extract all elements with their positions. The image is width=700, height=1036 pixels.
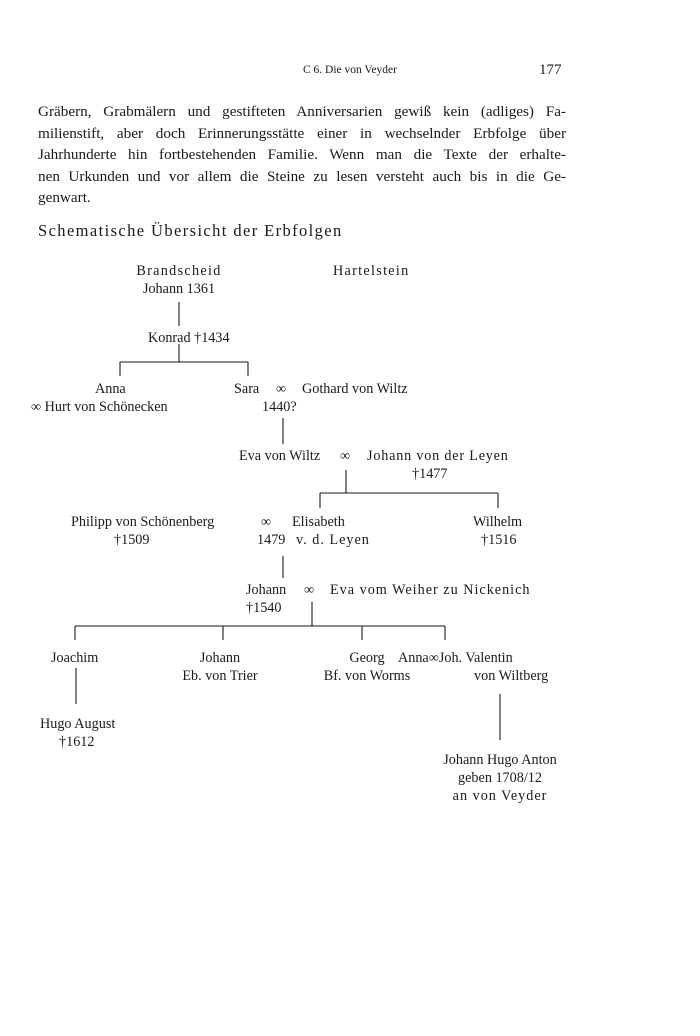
tree-node-georg: Georg [349, 650, 385, 666]
tree-node-jha-geben: geben 1708/12 [458, 770, 542, 786]
tree-node-philipp-death: †1509 [114, 532, 150, 548]
tree-node-johann-1361: Johann 1361 [142, 281, 216, 297]
tree-node-hugo-august: Hugo August [40, 716, 116, 732]
body-line: Jahrhunderte hin fortbestehenden Familie… [38, 146, 566, 163]
body-line: Gräbern, Grabmälern und gestifteten Anni… [38, 103, 566, 120]
tree-node-johann-hugo-anton: Johann Hugo Anton [443, 752, 557, 768]
tree-node-eva-von-wiltz: Eva von Wiltz [239, 448, 321, 464]
tree-node-hurt-von-schoenecken: ∞ Hurt von Schönecken [31, 399, 168, 415]
tree-node-wilhelm: Wilhelm [473, 514, 523, 530]
tree-node-year-1440: 1440? [262, 399, 297, 415]
tree-node-wilhelm-death: †1516 [481, 532, 517, 548]
page-number: 177 [539, 62, 562, 78]
tree-node-eva-vom-weiher: Eva vom Weiher zu Nickenich [330, 582, 531, 598]
body-line: genwart. [38, 189, 91, 206]
marriage-symbol: ∞ [340, 448, 351, 464]
tree-node-anna: Anna [95, 381, 126, 397]
marriage-symbol: ∞ [261, 514, 272, 530]
tree-node-hartelstein: Hartelstein [333, 263, 410, 279]
tree-node-johann-trier: Johann [199, 650, 241, 666]
tree-node-year-1479: 1479 [257, 532, 286, 548]
body-paragraph: Gräbern, Grabmälern und gestifteten Anni… [38, 101, 566, 209]
tree-node-hugo-death: †1612 [59, 734, 95, 750]
tree-node-von-wiltberg: von Wiltberg [474, 668, 549, 684]
tree-node-georg-title: Bf. von Worms [323, 668, 411, 684]
tree-node-johann-leyen-death: †1477 [412, 466, 448, 482]
tree-node-elisabeth-leyen: v. d. Leyen [296, 532, 370, 548]
tree-node-philipp-von-schoenenberg: Philipp von Schönenberg [71, 514, 215, 530]
tree-node-elisabeth: Elisabeth [292, 514, 345, 530]
marriage-symbol: ∞ [276, 381, 287, 397]
running-head: C 6. Die von Veyder [302, 64, 397, 76]
tree-node-jha-veyder: an von Veyder [452, 788, 548, 804]
tree-node-sara: Sara [234, 381, 260, 397]
body-line: milienstift, aber doch Erinnerungsstätte… [38, 124, 566, 142]
tree-node-anna-valentin: Anna∞Joh. Valentin [398, 650, 513, 666]
tree-node-johann: Johann [246, 582, 287, 598]
tree-node-johann-trier-title: Eb. von Trier [182, 668, 258, 684]
tree-node-konrad: Konrad †1434 [148, 330, 230, 346]
section-heading: Schematische Übersicht der Erbfolgen [38, 221, 343, 240]
tree-node-johann-von-der-leyen: Johann von der Leyen [367, 448, 509, 464]
tree-node-gothard-von-wiltz: Gothard von Wiltz [302, 381, 408, 397]
tree-node-johann-death: †1540 [246, 600, 282, 616]
body-line: nen Urkunden und vor allem die Steine zu… [38, 167, 566, 185]
tree-node-brandscheid: Brandscheid [136, 263, 222, 279]
marriage-symbol: ∞ [304, 582, 315, 598]
tree-node-joachim: Joachim [51, 650, 99, 666]
